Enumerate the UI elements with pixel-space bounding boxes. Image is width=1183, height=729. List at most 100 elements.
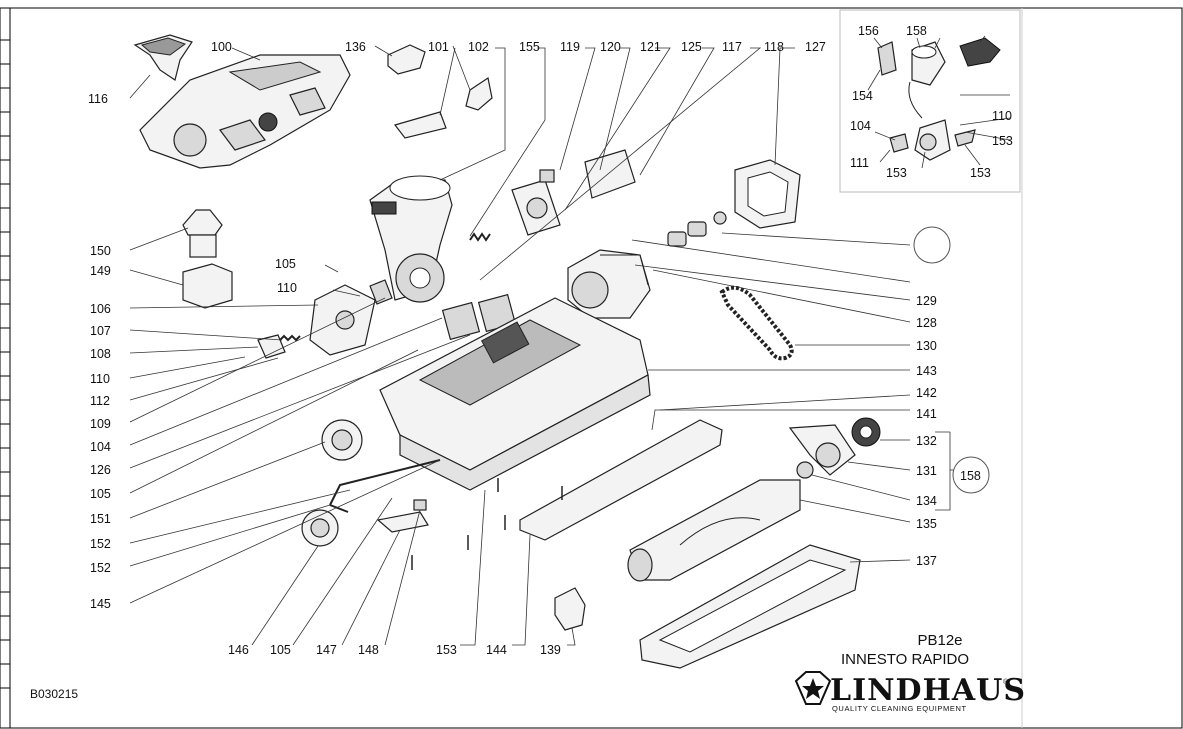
part-131-brush-roll (627, 479, 801, 582)
part-133-base-plate (639, 544, 861, 669)
brand-name: LINDHAUS (830, 673, 1026, 708)
label-143: 150 (90, 244, 111, 258)
label-110c: 110 (992, 109, 1012, 123)
part-129-switch (387, 44, 426, 75)
part-127-128-130-gears (788, 417, 881, 479)
leader-lines (129, 35, 1011, 646)
label-141: 148 (358, 643, 379, 657)
part-136-chassis (379, 297, 651, 491)
part-132-cover (554, 587, 586, 631)
label-144: 151 (90, 512, 111, 526)
circle-153 (952, 456, 990, 494)
left-margin-ticks (0, 39, 10, 689)
label-135: 142 (916, 386, 937, 400)
label-108: 108 (90, 347, 111, 361)
label-132: 139 (540, 643, 561, 657)
part-113-panel (511, 179, 561, 236)
label-109: 109 (90, 417, 111, 431)
label-151: 154 (852, 89, 873, 103)
part-120-filter-frame (734, 159, 801, 229)
label-104a: 104 (90, 440, 111, 454)
label-102: 102 (468, 40, 489, 54)
part-102-cover (465, 77, 493, 111)
label-127: 131 (916, 464, 937, 478)
drawing-code: B030215 (30, 687, 78, 701)
label-107: 107 (90, 324, 111, 338)
label-148: 153 (970, 166, 991, 180)
label-128: 132 (916, 434, 937, 448)
label-120: 127 (805, 40, 826, 54)
part-141-clip (413, 499, 427, 511)
label-152b: 156 (858, 24, 879, 38)
left-margin-strip (0, 7, 11, 729)
label-118: 125 (681, 40, 702, 54)
part-121-motor (567, 249, 651, 319)
label-110a: 110 (277, 281, 297, 295)
part-142-housing (182, 263, 233, 309)
detail-inset-frame (839, 9, 1021, 193)
label-129: 136 (345, 40, 366, 54)
brand-tagline: QUALITY CLEANING EQUIPMENT (832, 704, 967, 713)
part-filter-left (441, 301, 481, 341)
part-112-grille (133, 34, 193, 81)
label-105a: 105 (275, 257, 296, 271)
label-136: 143 (916, 364, 937, 378)
label-142: 149 (90, 264, 111, 278)
label-110d: 111 (850, 156, 869, 170)
label-150: 153 (886, 166, 907, 180)
label-121: 128 (916, 316, 937, 330)
part-143-valve (182, 209, 223, 258)
label-110b: 110 (90, 372, 110, 386)
label-104b: 104 (850, 119, 871, 133)
part-116-connector (539, 169, 555, 183)
label-105c: 105 (270, 643, 291, 657)
part-108-bracket (257, 334, 301, 359)
part-139-wheel (301, 509, 339, 547)
part-137-bumper (519, 419, 723, 541)
part-144-wheel (321, 419, 363, 461)
label-119: 126 (90, 463, 111, 477)
model-subtitle: INNESTO RAPIDO (841, 651, 969, 668)
part-158-fittings (667, 211, 727, 247)
label-153a: 158 (906, 24, 927, 38)
label-140: 147 (316, 643, 337, 657)
label-138: 145 (90, 597, 111, 611)
label-131: 135 (916, 517, 937, 531)
label-146: 152 (90, 561, 111, 575)
part-140-bracket (376, 511, 429, 533)
label-125: 129 (916, 294, 937, 308)
label-153b: 158 (960, 469, 981, 483)
label-126: 130 (916, 339, 937, 353)
part-labels: 116 100 136 101 102 155 119 120 121 125 … (88, 24, 1013, 657)
label-134: 141 (916, 407, 937, 421)
label-145: 152 (90, 537, 111, 551)
part-147-screws (411, 478, 563, 570)
model-name: PB12e (917, 632, 962, 649)
label-106: 106 (90, 302, 111, 316)
part-100-top-cover (139, 54, 351, 169)
label-101: 101 (428, 40, 449, 54)
label-149: 153 (992, 134, 1013, 148)
label-116: 120 (600, 40, 621, 54)
part-152-duct-assembly (369, 175, 453, 303)
label-139: 146 (228, 643, 249, 657)
label-152a: 155 (519, 40, 540, 54)
label-114: 118 (764, 40, 784, 54)
label-130: 134 (916, 494, 937, 508)
label-133: 137 (916, 554, 937, 568)
part-110-switch (369, 279, 393, 305)
inset-parts (877, 37, 1001, 161)
label-111: 112 (90, 394, 110, 408)
part-117-board (584, 149, 636, 199)
part-145-axle (329, 459, 441, 513)
label-115: 119 (560, 40, 580, 54)
label-105b: 105 (90, 487, 111, 501)
label-112: 116 (88, 92, 108, 106)
label-137: 144 (486, 643, 507, 657)
label-147: 153 (436, 643, 457, 657)
star-shield-icon (794, 671, 832, 705)
part-126-belt (719, 285, 794, 361)
brand-registered-mark: ® (1003, 677, 1009, 686)
part-106-plate (309, 284, 376, 356)
